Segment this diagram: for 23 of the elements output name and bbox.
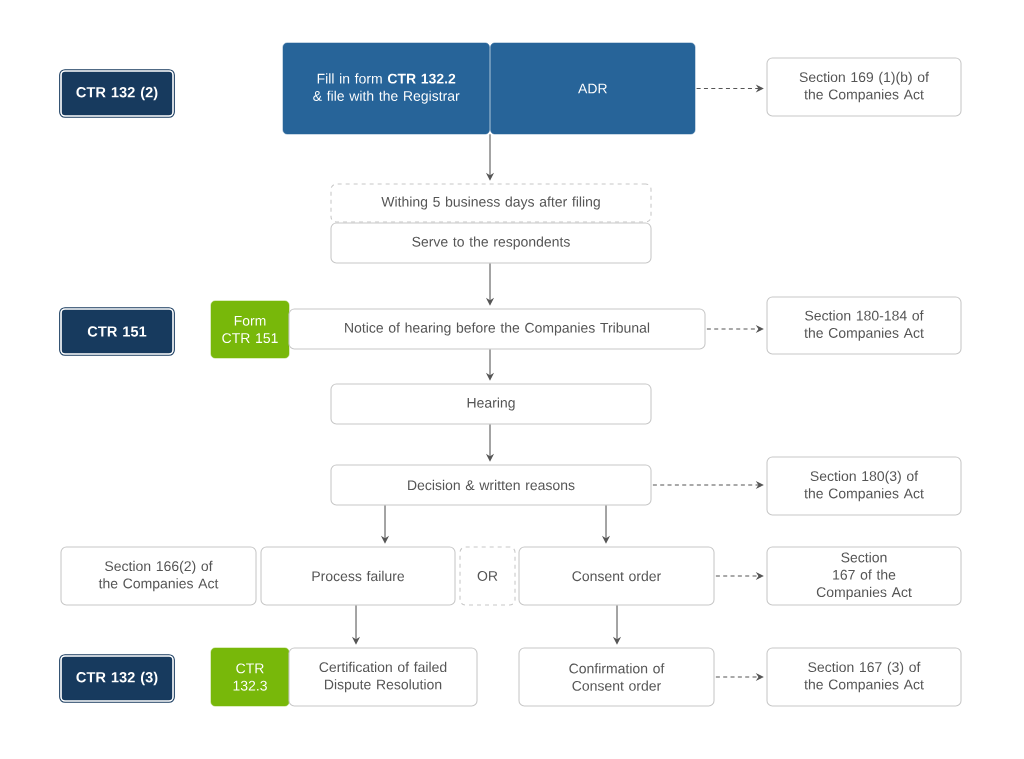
process-box: Confirmation of Consent order — [518, 647, 715, 707]
process-box: Hearing — [330, 383, 652, 425]
form-box: Form CTR 151 — [210, 300, 290, 359]
reference-box: Section 167 of the Companies Act — [766, 546, 962, 606]
process-box: Process failure — [260, 546, 456, 606]
form-box: CTR 132.3 — [210, 647, 290, 707]
process-box: Serve to the respondents — [330, 222, 652, 264]
rule-badge: CTR 132 (2) — [59, 69, 175, 118]
process-box: Decision & written reasons — [330, 464, 652, 506]
or-box: OR — [459, 546, 516, 606]
note-box: Withing 5 business days after filing — [330, 183, 652, 223]
process-box: Consent order — [518, 546, 715, 606]
process-box: Fill in form CTR 132.2 & file with the Registrar — [282, 42, 490, 135]
reference-box: Section 167 (3) of the Companies Act — [766, 647, 962, 707]
reference-box: Section 180-184 of the Companies Act — [766, 296, 962, 355]
reference-box: Section 169 (1)(b) of the Companies Act — [766, 57, 962, 117]
reference-box: Section 166(2) of the Companies Act — [60, 546, 257, 606]
process-box: Certification of failed Dispute Resolution — [288, 647, 478, 707]
rule-badge: CTR 151 — [59, 307, 175, 356]
process-box: ADR — [490, 42, 696, 135]
process-box: Notice of hearing before the Companies Tribunal — [288, 308, 706, 350]
rule-badge: CTR 132 (3) — [59, 654, 175, 703]
reference-box: Section 180(3) of the Companies Act — [766, 456, 962, 516]
